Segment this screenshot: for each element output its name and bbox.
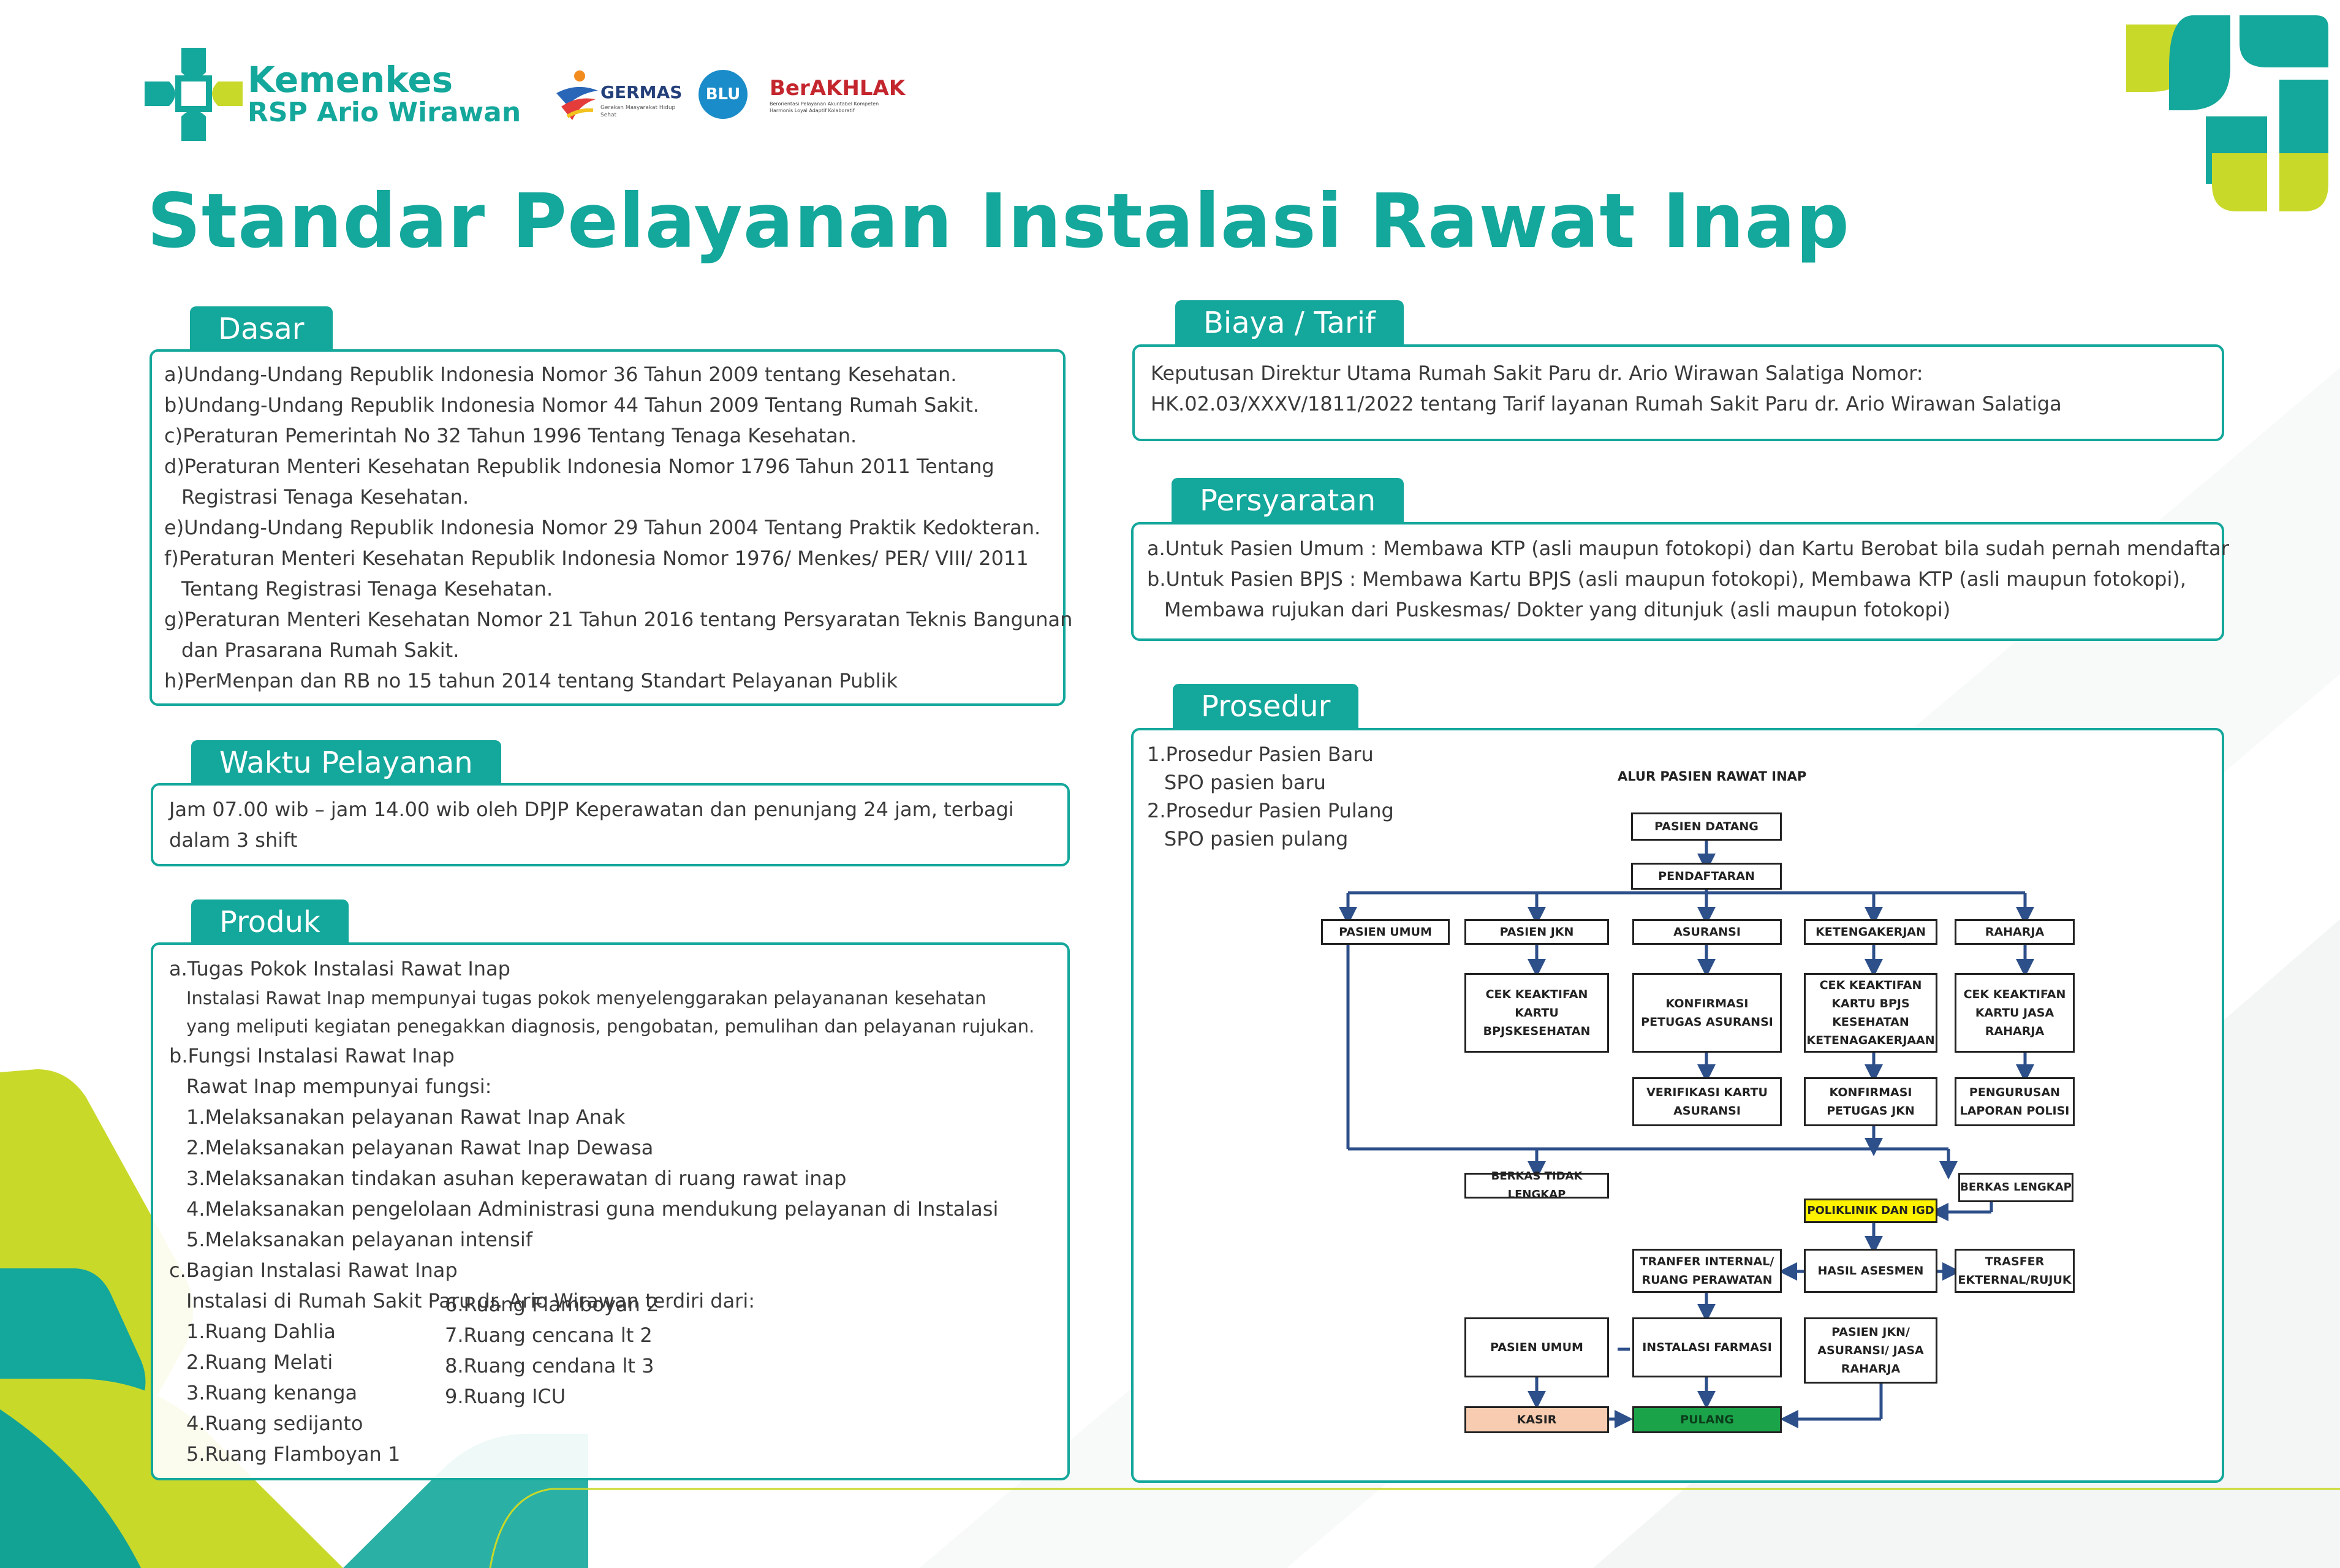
germas-label: GERMAS — [600, 82, 683, 102]
dasar-line: f)Peraturan Menteri Kesehatan Republik I… — [164, 547, 1029, 570]
dasar-line: Tentang Registrasi Tenaga Kesehatan. — [181, 577, 553, 600]
page-title: Standar Pelayanan Instalasi Rawat Inap — [147, 178, 1850, 265]
dasar-line: d)Peraturan Menteri Kesehatan Republik I… — [164, 455, 994, 478]
flow-title: ALUR PASIEN RAWAT INAP — [1618, 769, 1807, 784]
germas-logo-icon — [556, 70, 598, 120]
biaya-line: Keputusan Direktur Utama Rumah Sakit Par… — [1151, 362, 1923, 385]
prosedur-line: 1.Prosedur Pasien Baru — [1147, 743, 1374, 766]
flow-konfirmasi-jkn: KONFIRMASI PETUGAS JKN — [1804, 1077, 1937, 1126]
flow-poliklinik-igd: POLIKLINIK DAN IGD — [1804, 1199, 1937, 1223]
waktu-line: dalam 3 shift — [169, 828, 298, 852]
brand-name-bottom: RSP Ario Wirawan — [248, 97, 521, 128]
produk-a-title: a.Tugas Pokok Instalasi Rawat Inap — [169, 957, 510, 980]
flow-transfer-internal: TRANFER INTERNAL/ RUANG PERAWATAN — [1632, 1249, 1782, 1293]
flow-berkas-tidak-lengkap: BERKAS TIDAK LENGKAP — [1464, 1170, 1609, 1201]
rooms-right: 6.Ruang Flamboyan 2 7.Ruang cencana lt 2… — [445, 1289, 659, 1412]
produk-b-item: 4.Melaksanakan pengelolaan Administrasi … — [186, 1197, 999, 1221]
prosedur-link[interactable]: SPO pasien baru — [1164, 771, 1326, 794]
room-item: 4.Ruang sedijanto — [186, 1412, 363, 1435]
germas-subtitle: Gerakan Masyarakat Hidup Sehat — [600, 105, 676, 118]
flow-pasien-jkn: PASIEN JKN — [1464, 919, 1609, 945]
produk-a-line: yang meliputi kegiatan penegakkan diagno… — [186, 1016, 1035, 1037]
flow-verifikasi-asuransi: VERIFIKASI KARTU ASURANSI — [1632, 1077, 1782, 1126]
flow-berkas-lengkap: BERKAS LENGKAP — [1958, 1173, 2073, 1202]
prosedur-line: 2.Prosedur Pasien Pulang — [1147, 799, 1394, 822]
persyaratan-tab: Persyaratan — [1172, 478, 1404, 522]
room-item: 2.Ruang Melati — [186, 1350, 333, 1374]
produk-b-intro: Rawat Inap mempunyai fungsi: — [186, 1075, 492, 1098]
dasar-line: a)Undang-Undang Republik Indonesia Nomor… — [164, 363, 957, 386]
biaya-tab: Biaya / Tarif — [1175, 300, 1404, 344]
prosedur-tab: Prosedur — [1173, 684, 1359, 728]
waktu-tab: Waktu Pelayanan — [191, 740, 501, 784]
prosedur-link[interactable]: SPO pasien pulang — [1164, 827, 1349, 850]
flow-transfer-eksternal: TRASFER EKTERNAL/RUJUK — [1955, 1249, 2075, 1293]
waktu-line: Jam 07.00 wib – jam 14.00 wib oleh DPJP … — [169, 798, 1014, 821]
flow-kasir: KASIR — [1464, 1406, 1609, 1433]
flow-pendaftaran: PENDAFTARAN — [1631, 863, 1782, 890]
room-item: 7.Ruang cencana lt 2 — [445, 1324, 653, 1347]
rooms-left: 1.Ruang Dahlia 2.Ruang Melati 3.Ruang ke… — [186, 1316, 400, 1469]
produk-box: a.Tugas Pokok Instalasi Rawat Inap Insta… — [151, 942, 1070, 1480]
produk-b-item: 2.Melaksanakan pelayanan Rawat Inap Dewa… — [186, 1136, 654, 1159]
produk-a-line: Instalasi Rawat Inap mempunyai tugas pok… — [186, 988, 986, 1009]
produk-b-item: 3.Melaksanakan tindakan asuhan keperawat… — [186, 1167, 847, 1190]
flow-pulang: PULANG — [1632, 1406, 1782, 1433]
flow-pasien-jkn-asuransi: PASIEN JKN/ ASURANSI/ JASA RAHARJA — [1804, 1317, 1937, 1384]
blu-logo-icon: BLU — [699, 70, 748, 119]
produk-tab: Produk — [191, 900, 349, 944]
biaya-line: HK.02.03/XXXV/1811/2022 tentang Tarif la… — [1151, 392, 2062, 415]
rooms-list: 1.Ruang Dahlia 2.Ruang Melati 3.Ruang ke… — [169, 1293, 1051, 1475]
flow-pasien-datang: PASIEN DATANG — [1631, 812, 1782, 841]
persyaratan-line: b.Untuk Pasien BPJS : Membawa Kartu BPJS… — [1147, 567, 2186, 591]
dasar-line: h)PerMenpan dan RB no 15 tahun 2014 tent… — [164, 669, 898, 692]
room-item: 9.Ruang ICU — [445, 1385, 566, 1408]
room-item: 8.Ruang cendana lt 3 — [445, 1354, 654, 1377]
flow-pengurusan-polisi: PENGURUSAN LAPORAN POLISI — [1955, 1077, 2075, 1126]
room-item: 3.Ruang kenanga — [186, 1381, 358, 1404]
produk-b-title: b.Fungsi Instalasi Rawat Inap — [169, 1044, 455, 1067]
flow-cek-bpjs: CEK KEAKTIFAN KARTU BPJSKESEHATAN — [1464, 973, 1609, 1053]
flow-pasien-umum: PASIEN UMUM — [1321, 919, 1450, 945]
berakhlak-subtitle: Berorientasi Pelayanan Akuntabel Kompete… — [770, 101, 879, 113]
blu-label: BLU — [705, 85, 741, 104]
brand-name-top: Kemenkes — [248, 59, 453, 100]
produk-b-item: 1.Melaksanakan pelayanan Rawat Inap Anak — [186, 1105, 626, 1129]
room-item: 5.Ruang Flamboyan 1 — [186, 1442, 401, 1466]
room-item: 1.Ruang Dahlia — [186, 1320, 336, 1343]
dasar-line: b)Undang-Undang Republik Indonesia Nomor… — [164, 393, 980, 417]
room-item: 6.Ruang Flamboyan 2 — [445, 1293, 659, 1316]
dasar-line: Registrasi Tenaga Kesehatan. — [181, 485, 469, 509]
flow-instalasi-farmasi: INSTALASI FARMASI — [1632, 1317, 1782, 1377]
dasar-box: a)Undang-Undang Republik Indonesia Nomor… — [150, 349, 1073, 706]
waktu-box: Jam 07.00 wib – jam 14.00 wib oleh DPJP … — [151, 783, 1070, 866]
flow-cek-jasa-raharja: CEK KEAKTIFAN KARTU JASA RAHARJA — [1955, 973, 2075, 1053]
dasar-line: g)Peraturan Menteri Kesehatan Nomor 21 T… — [164, 608, 1073, 631]
flow-cek-ketenagakerjaan: CEK KEAKTIFAN KARTU BPJS KESEHATAN KETEN… — [1804, 973, 1937, 1053]
produk-c-intro: Instalasi di Rumah Sakit Paru dr. Ario W… — [186, 1289, 755, 1312]
dasar-tab: Dasar — [190, 306, 333, 350]
flow-raharja: RAHARJA — [1955, 919, 2075, 945]
dasar-line: e)Undang-Undang Republik Indonesia Nomor… — [164, 516, 1041, 539]
flow-ketenagakerjan: KETENGAKERJAN — [1804, 919, 1937, 945]
produk-b-item: 5.Melaksanakan pelayanan intensif — [186, 1228, 532, 1251]
flow-konfirmasi-asuransi: KONFIRMASI PETUGAS ASURANSI — [1632, 973, 1782, 1053]
berakhlak-label: BerAKHLAK — [770, 76, 906, 100]
persyaratan-line: Membawa rujukan dari Puskesmas/ Dokter y… — [1164, 598, 1951, 621]
flow-pasien-umum-2: PASIEN UMUM — [1464, 1317, 1609, 1377]
persyaratan-box: a.Untuk Pasien Umum : Membawa KTP (asli … — [1131, 522, 2229, 641]
dasar-line: dan Prasarana Rumah Sakit. — [181, 638, 460, 662]
persyaratan-line: a.Untuk Pasien Umum : Membawa KTP (asli … — [1147, 537, 2229, 560]
produk-c-title: c.Bagian Instalasi Rawat Inap — [169, 1259, 458, 1282]
kemenkes-logo-icon — [145, 48, 243, 141]
dasar-line: c)Peraturan Pemerintah No 32 Tahun 1996 … — [164, 424, 857, 447]
biaya-box: Keputusan Direktur Utama Rumah Sakit Par… — [1132, 344, 2224, 441]
flow-hasil-asesmen: HASIL ASESMEN — [1804, 1249, 1937, 1293]
berakhlak-logo: BerAKHLAK Berorientasi Pelayanan Akuntab… — [770, 76, 905, 114]
flow-asuransi: ASURANSI — [1632, 919, 1782, 945]
